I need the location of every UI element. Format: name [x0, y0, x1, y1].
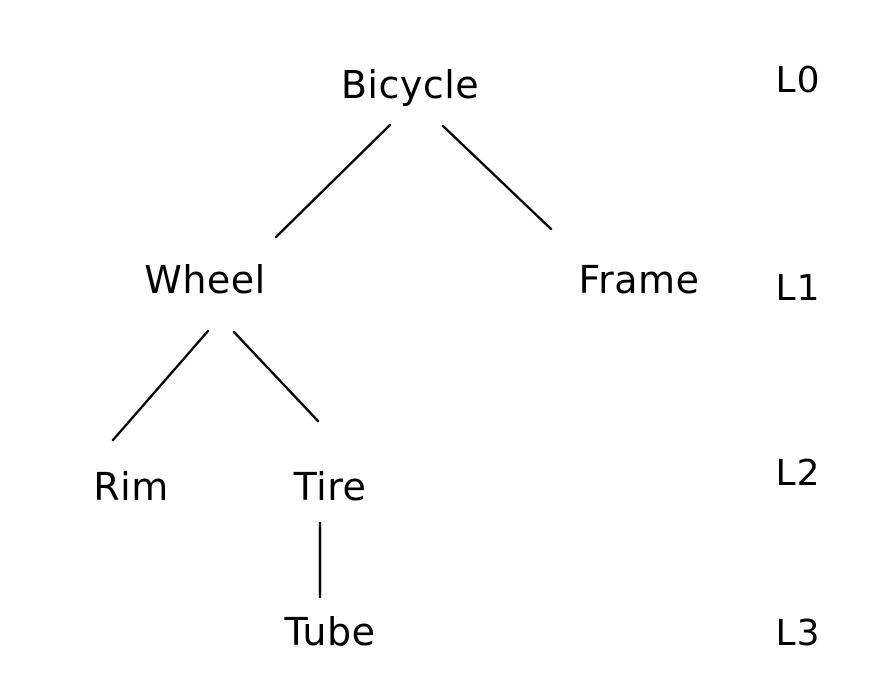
node-wheel[interactable]: Wheel — [144, 258, 265, 302]
edge-bicycle-wheel — [274, 123, 392, 239]
level-label-l3: L3 — [776, 613, 821, 654]
node-bicycle[interactable]: Bicycle — [341, 63, 479, 107]
edge-wheel-tire — [232, 330, 320, 423]
level-labels-group: L0 L1 L2 L3 — [776, 60, 821, 654]
level-label-l2: L2 — [776, 453, 821, 494]
nodes-group: Bicycle Wheel Frame Rim Tire Tube — [93, 63, 699, 654]
level-label-l0: L0 — [776, 60, 821, 101]
node-frame[interactable]: Frame — [579, 258, 700, 302]
level-label-l1: L1 — [776, 268, 821, 309]
node-tube[interactable]: Tube — [283, 610, 375, 654]
edge-wheel-rim — [111, 329, 210, 442]
node-tire[interactable]: Tire — [293, 465, 367, 509]
edge-bicycle-frame — [441, 124, 553, 231]
node-rim[interactable]: Rim — [93, 465, 168, 509]
edges-group — [111, 123, 553, 599]
